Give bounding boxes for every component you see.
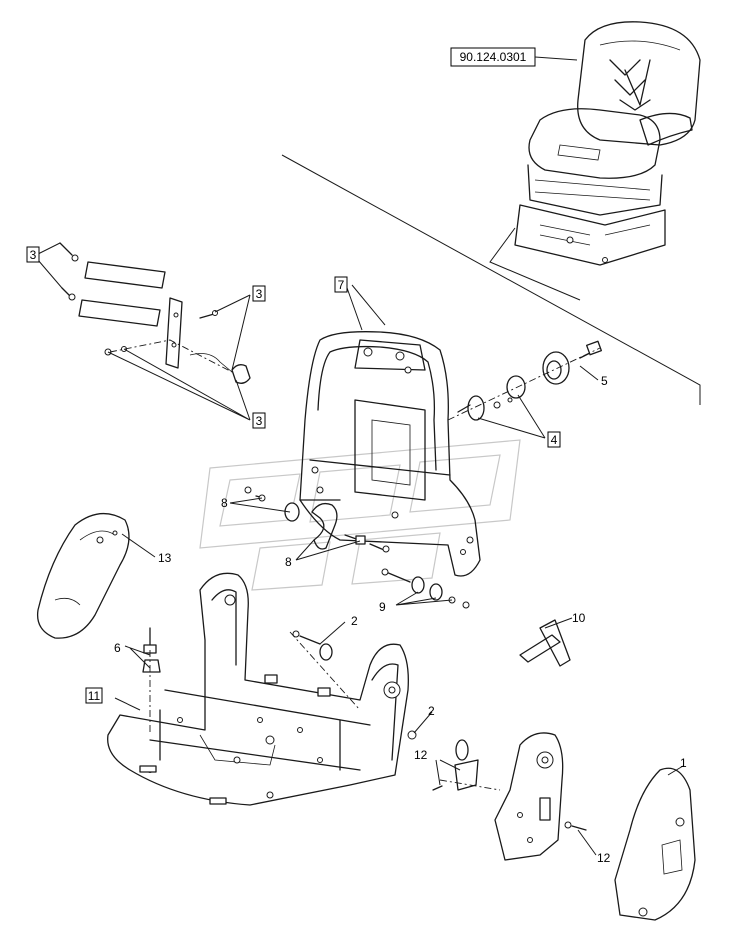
- part-2-centerline: [289, 631, 361, 711]
- part-2-shaft: [292, 630, 417, 740]
- part-3-cable-assembly: [59, 242, 251, 384]
- part-4-5-hinge: [457, 340, 602, 421]
- watermark-logo: [199, 439, 521, 591]
- backrest-frame: [299, 331, 481, 577]
- part-9-bushings: [381, 568, 470, 609]
- callout-10: 10: [572, 611, 586, 625]
- callout-7: 7: [338, 278, 345, 292]
- callout-8a: 8: [221, 496, 228, 510]
- part-8-bushings: [244, 486, 390, 553]
- part-12-centerline: [439, 779, 501, 791]
- callout-box-3b: [252, 285, 266, 302]
- callout-6: 6: [114, 641, 121, 655]
- complete-seat-illustration: [514, 21, 701, 266]
- callout-box-3c: [252, 412, 266, 429]
- part-1-side-cover: [614, 767, 696, 921]
- callout-12a: 12: [414, 748, 428, 762]
- callout-box-4: [547, 431, 561, 448]
- callout-box-3a: [26, 246, 40, 263]
- callout-11: 11: [88, 689, 101, 703]
- callout-4: 4: [551, 433, 558, 447]
- callout-3a: 3: [30, 248, 37, 262]
- part-12-latch: [432, 739, 587, 831]
- callout-box-7: [334, 276, 348, 293]
- part-13-side-cover: [36, 513, 130, 639]
- part-3-centerline: [109, 339, 233, 373]
- callout-3b: 3: [256, 287, 263, 301]
- reference-label: 90.124.0301: [460, 50, 527, 64]
- callout-3c: 3: [256, 414, 263, 428]
- reference-leader: [534, 56, 578, 61]
- callout-1: 1: [680, 756, 687, 770]
- callout-9: 9: [379, 600, 386, 614]
- callout-box-11: [85, 687, 103, 704]
- part-10-key: [519, 619, 571, 667]
- section-leader-line: [281, 154, 701, 405]
- hinge-axis-line: [447, 347, 601, 421]
- callout-5: 5: [601, 374, 608, 388]
- side-frame-bracket: [494, 732, 564, 861]
- callout-12b: 12: [597, 851, 611, 865]
- callout-2a: 2: [351, 614, 358, 628]
- callout-leaders: [37, 242, 684, 856]
- part-11-seat-base: [107, 572, 409, 806]
- callout-13: 13: [158, 551, 172, 565]
- callout-2b: 2: [428, 704, 435, 718]
- callout-8b: 8: [285, 555, 292, 569]
- part-6-fastener: [142, 627, 161, 673]
- mount-leader-line: [489, 227, 581, 301]
